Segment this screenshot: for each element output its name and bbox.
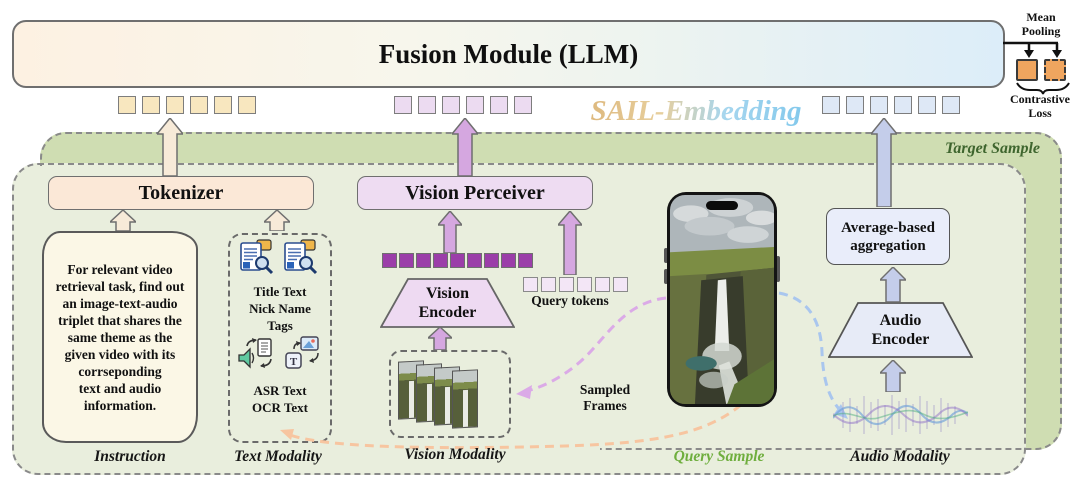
patches-to-perceiver-arrow — [438, 211, 462, 253]
mean-pooling-connector — [1003, 41, 1062, 58]
token-square — [518, 253, 533, 268]
pooled-embedding-square — [1016, 59, 1038, 81]
token-square — [442, 96, 460, 114]
frames-to-encoder-arrow — [428, 327, 452, 350]
svg-text:T: T — [290, 356, 298, 368]
token-square — [822, 96, 840, 114]
token-square — [918, 96, 936, 114]
sail-embedding-wordmark: SAIL-Embedding — [578, 95, 814, 128]
token-square — [418, 96, 436, 114]
ocr-text-icon: T — [285, 336, 319, 369]
text-to-tokenizer-arrow — [264, 210, 290, 231]
instruction-box: For relevant video retrieval task, find … — [42, 231, 198, 443]
query-sample-phone — [667, 192, 777, 407]
phone-button — [664, 269, 668, 284]
token-square — [942, 96, 960, 114]
query-to-perceiver-arrow — [558, 211, 582, 275]
token-square — [433, 253, 448, 268]
tokenizer-label: Tokenizer — [138, 181, 224, 204]
token-square — [501, 253, 516, 268]
contrastive-loss-label: Contrastive Loss — [1010, 92, 1070, 120]
token-square — [613, 277, 628, 292]
audio-modality-label: Audio Modality — [850, 448, 950, 465]
token-square — [894, 96, 912, 114]
token-square — [846, 96, 864, 114]
token-square — [559, 277, 574, 292]
vision-encoder-label: Vision Encoder — [418, 285, 477, 321]
vision-encoder-trapezoid — [380, 278, 515, 328]
audio-up-arrow — [871, 118, 897, 207]
vision-token-row — [394, 96, 532, 114]
token-square — [118, 96, 136, 114]
audio-token-row — [822, 96, 960, 114]
token-square — [490, 96, 508, 114]
token-square — [394, 96, 412, 114]
token-square — [450, 253, 465, 268]
encoder-to-aggregation-arrow — [880, 267, 906, 302]
text-derived-fields: ASR Text OCR Text — [252, 383, 308, 415]
audio-waveform — [833, 395, 968, 435]
token-square — [523, 277, 538, 292]
text-modality-label: Text Modality — [234, 448, 322, 465]
text-modality-box — [228, 233, 332, 443]
token-square — [467, 253, 482, 268]
query-sample-label: Query Sample — [673, 448, 765, 465]
vision-perceiver-box: Vision Perceiver — [357, 176, 593, 210]
phone-button — [664, 248, 668, 263]
token-square — [595, 277, 610, 292]
token-square — [142, 96, 160, 114]
vision-up-arrow — [452, 118, 478, 176]
vision-modality-label: Vision Modality — [404, 446, 506, 463]
phone-notch — [706, 201, 738, 210]
sampled-frames-label: Sampled Frames — [579, 382, 631, 413]
audio-encoder-label: Audio Encoder — [871, 312, 930, 348]
text-token-row — [118, 96, 256, 114]
token-square — [466, 96, 484, 114]
token-square — [870, 96, 888, 114]
title-document-icon — [284, 239, 318, 275]
vision-perceiver-label: Vision Perceiver — [405, 181, 545, 204]
token-square — [416, 253, 431, 268]
video-frame — [452, 369, 478, 429]
token-square — [214, 96, 232, 114]
asr-speech-icon — [238, 338, 272, 369]
title-document-icon — [240, 239, 274, 275]
audio-encoder-trapezoid — [828, 302, 973, 358]
phone-button — [776, 256, 780, 282]
token-square — [484, 253, 499, 268]
instruction-to-tokenizer-arrow — [110, 210, 136, 231]
token-square — [577, 277, 592, 292]
token-square — [399, 253, 414, 268]
text-meta-fields: Title Text Nick Name Tags — [249, 284, 311, 333]
target-sample-label: Target Sample — [945, 140, 1040, 157]
token-square — [166, 96, 184, 114]
fusion-module-title: Fusion Module (LLM) — [378, 38, 639, 69]
aggregation-box: Average-based aggregation — [826, 208, 950, 265]
token-square — [382, 253, 397, 268]
token-square — [541, 277, 556, 292]
waterfall-photo — [670, 195, 774, 404]
token-square — [514, 96, 532, 114]
instruction-label: Instruction — [94, 448, 166, 465]
query-token-row — [523, 277, 628, 292]
mean-pooling-label: Mean Pooling — [1021, 10, 1061, 38]
waveform-to-encoder-arrow — [880, 360, 906, 392]
tokenizer-box: Tokenizer — [48, 176, 314, 210]
query-tokens-label: Query tokens — [531, 293, 609, 308]
underbrace-icon — [1016, 82, 1070, 95]
token-square — [190, 96, 208, 114]
token-square — [238, 96, 256, 114]
vision-patch-row — [382, 253, 533, 268]
pooled-embedding-square-dashed — [1044, 59, 1066, 81]
fusion-module-box: Fusion Module (LLM) — [12, 20, 1005, 88]
tokenizer-up-arrow — [157, 118, 183, 176]
